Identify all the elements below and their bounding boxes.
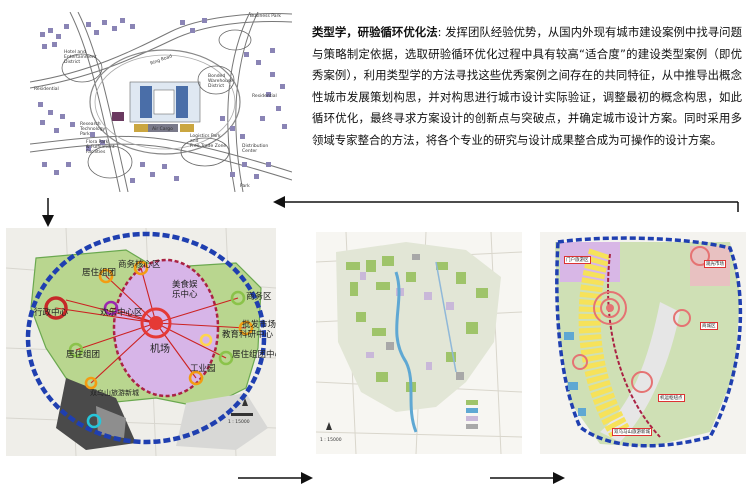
concept-map-scale: 1 : 15000 (228, 420, 250, 425)
final-plan-drawing (540, 232, 746, 454)
label-air-cargo: Air Cargo (152, 127, 173, 132)
description-heading: 类型学，研验循环优化法 (312, 25, 438, 39)
label-logistics-park: Logistics Park and Free Trade Zone (190, 134, 227, 149)
tag-commercial-district: 商城区 (700, 322, 718, 330)
label-food-entertainment: 美食娱 乐中心 (172, 280, 198, 300)
label-business-park: Business Park (250, 14, 281, 19)
master-plan-map: 1 : 15000 (316, 232, 522, 454)
label-residential-center: 居住组团中心 (232, 350, 276, 360)
label-residential-left: Residential (34, 87, 59, 92)
tag-gateway-tourism: 门户旅游区 (564, 256, 591, 264)
concept-map-drawing (6, 228, 276, 456)
label-bonded-warehouse: Bonded Warehouse District (208, 74, 234, 89)
label-tourism-town: 双乌山旅游新城 (90, 389, 139, 397)
description-body: : 发挥团队经验优势，从国内外现有城市建设案例中找寻问题与策略制定依据，选取研验… (312, 25, 742, 147)
tag-tourism-town: 双乌马山旅游新城 (612, 428, 652, 436)
description-text: 类型学，研验循环优化法: 发挥团队经验优势，从国内外现有城市建设案例中找寻问题与… (312, 22, 742, 152)
master-plan-drawing (316, 232, 522, 454)
tag-sightseeing-market: 观光市场 (704, 260, 726, 268)
label-education-center: 教育科研中心 (222, 330, 274, 340)
label-hotel-district: Hotel and Entertainment District (64, 50, 97, 65)
label-flora-park: Flora Park & Fulfillment Facilities (86, 140, 115, 155)
label-business-core: 商务核心区 (118, 260, 161, 270)
label-wholesale-market: 批发市场 (242, 320, 276, 330)
tag-transport-hub: 机运枢纽点 (658, 394, 685, 402)
label-residential-top: 居住组团 (82, 268, 117, 278)
logistics-concept-diagram: Business Park Hotel and Entertainment Di… (30, 12, 292, 192)
label-research-park: Research Technology Park (80, 122, 106, 137)
master-plan-scale: 1 : 15000 (320, 438, 342, 443)
label-residential-right: Residential (252, 94, 277, 99)
final-plan-map: 门户旅游区 观光市场 商城区 机运枢纽点 双乌马山旅游新城 (540, 232, 746, 454)
label-admin-center: 行政中心 (34, 308, 69, 318)
label-residential-bottom: 居住组团 (66, 350, 101, 360)
label-industrial-park: 工业园 (190, 364, 216, 374)
label-leisure-center: 欢乐中心区 (100, 308, 143, 318)
concept-plan-map: 居住组团 商务核心区 美食娱 乐中心 商务区 行政中心 欢乐中心区 批发市场 教… (6, 228, 276, 456)
concept-diagram-drawing (30, 12, 292, 192)
label-business-east: 商务区 (246, 292, 272, 302)
label-distribution-center: Distribution Center (242, 144, 269, 154)
label-park: Park (240, 184, 250, 189)
label-airport: 机场 (150, 344, 170, 355)
